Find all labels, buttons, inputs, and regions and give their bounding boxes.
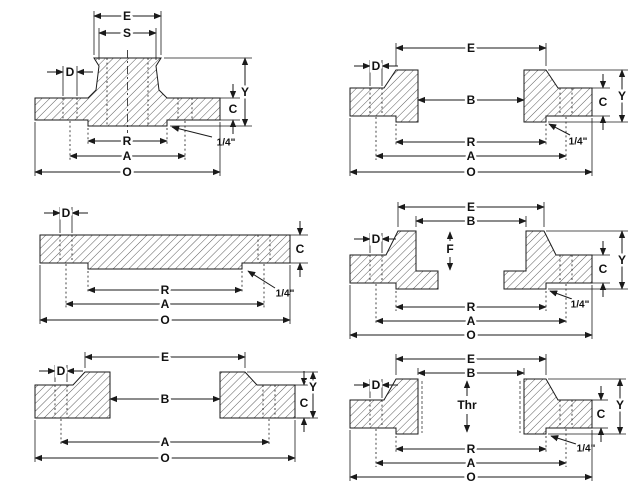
dim-label-O: O [466,328,475,342]
dim-label-O: O [122,165,131,179]
dimension-annotations: E B D F Y C 1/4" R A [349,198,629,345]
dim-label-D: D [57,364,66,378]
dim-label-C: C [599,95,608,109]
flange-section [34,50,221,133]
dim-label-C: C [597,407,606,421]
flange-section [349,230,593,290]
dim-label-E: E [161,350,169,364]
dimension-annotations: E D B C Y A O [34,348,320,468]
dim-label-D: D [372,232,381,246]
dim-label-A: A [467,456,476,470]
dim-label-C: C [599,262,608,276]
dim-label-B: B [467,93,476,107]
dim-label-A: A [467,314,476,328]
dim-label-Y: Y [618,253,626,267]
blind-flange-diagram: D C 1/4" R A O [39,204,308,330]
flange-section [349,69,593,123]
flange-body-left [349,230,439,290]
dim-label-S: S [123,26,131,40]
dimension-annotations: E B D Thr Y C 1/4" R A [349,350,627,487]
dim-label-F: F [446,242,453,256]
lap-joint-flange-diagram: E D B C Y A O [34,348,320,468]
dim-label-raised-face: 1/4" [577,444,596,455]
dim-label-A: A [123,149,132,163]
dim-label-E: E [467,352,475,366]
dim-label-O: O [466,470,475,484]
dim-label-raised-face: 1/4" [571,300,590,311]
dim-label-D: D [66,65,75,79]
dim-label-raised-face: 1/4" [276,289,295,300]
dim-label-D: D [62,206,71,220]
dim-label-Y: Y [616,398,624,412]
dim-label-D: D [372,378,381,392]
flange-body-cross-section [34,57,221,127]
dimension-annotations: D C 1/4" R A O [39,204,308,330]
dim-label-raised-face: 1/4" [217,138,236,149]
flange-section [39,234,291,270]
flange-body-right [523,69,593,123]
flange-body-right [523,378,593,435]
dim-label-B: B [161,392,170,406]
dim-label-R: R [467,135,476,149]
flange-body-left [34,371,111,419]
dim-label-A: A [161,297,170,311]
dim-label-R: R [467,300,476,314]
dim-label-C: C [300,396,309,410]
dimension-annotations: E S D Y C 1/4" R A O [34,7,252,182]
dim-label-O: O [466,165,475,179]
dim-label-C: C [296,242,305,256]
dim-label-C: C [229,102,238,116]
dim-label-D: D [372,59,381,73]
flange-body-right [503,230,593,290]
dim-label-R: R [467,442,476,456]
flange-body-left [349,69,419,123]
dim-label-Y: Y [618,89,626,103]
dim-label-A: A [161,435,170,449]
dim-label-E: E [123,9,131,23]
dim-label-R: R [161,283,170,297]
slip-on-flange-diagram: E D B Y C 1/4" R A O [349,39,629,182]
dimension-annotations: E D B Y C 1/4" R A O [349,39,629,182]
dim-label-R: R [123,134,132,148]
dim-label-B: B [467,214,476,228]
dim-label-O: O [160,313,169,327]
dim-label-Thr: Thr [457,398,477,412]
dim-label-Y: Y [309,380,317,394]
dim-label-O: O [160,451,169,465]
flange-body-right [219,371,296,419]
dim-label-A: A [467,149,476,163]
dim-label-B: B [467,366,476,380]
flange-body-left [349,378,419,435]
dim-label-raised-face: 1/4" [569,137,588,148]
dim-label-E: E [467,41,475,55]
flange-body-cross-section [39,234,291,270]
dim-label-E: E [467,200,475,214]
weld-neck-flange-diagram: E S D Y C 1/4" R A O [34,7,252,182]
threaded-flange-diagram: E B D Thr Y C 1/4" R A [349,350,627,487]
flange-section [349,378,593,435]
dim-label-Y: Y [241,85,249,99]
socket-weld-flange-diagram: E B D F Y C 1/4" R A [349,198,629,345]
